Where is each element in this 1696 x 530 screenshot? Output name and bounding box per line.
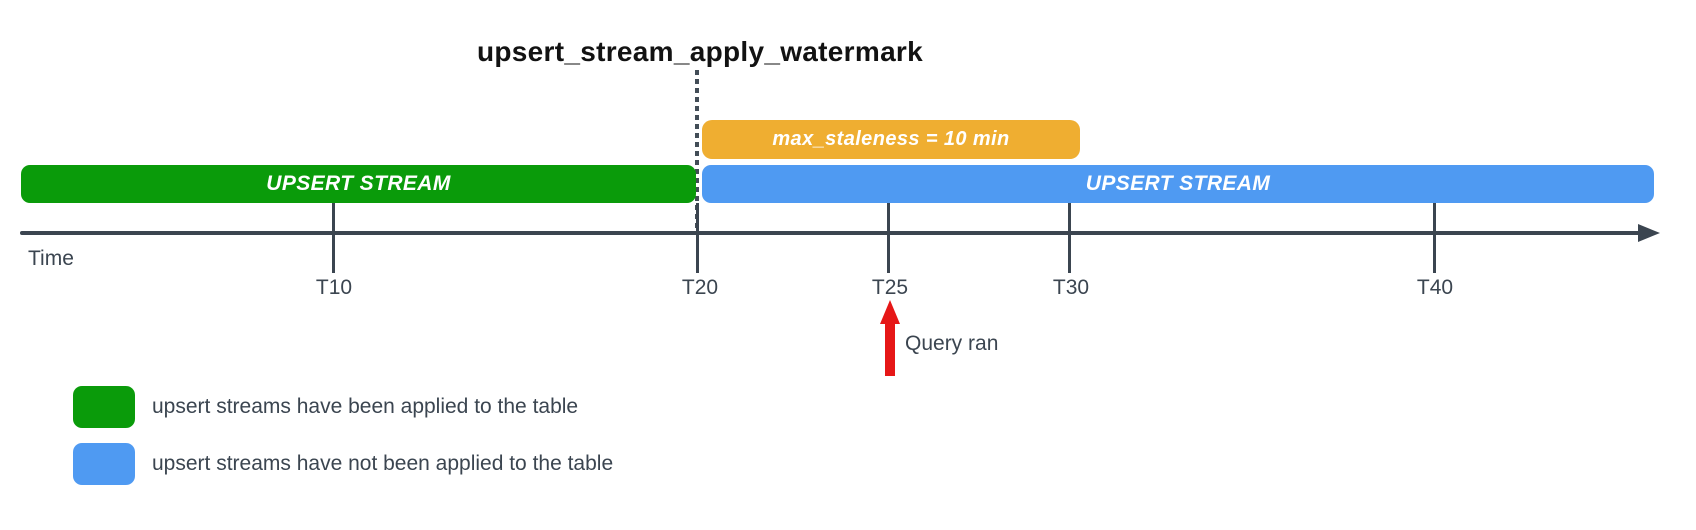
tick-t10: [332, 203, 335, 273]
max-staleness-label: max_staleness = 10 min: [772, 128, 1010, 150]
query-ran-label: Query ran: [905, 332, 999, 355]
query-ran-arrowhead-icon: [880, 300, 900, 324]
tick-label-t20: T20: [681, 276, 719, 299]
legend-label-applied: upsert streams have been applied to the …: [152, 395, 579, 418]
legend-label-not-applied: upsert streams have not been applied to …: [152, 452, 614, 475]
watermark-dotted-line: [695, 70, 699, 232]
time-axis-label: Time: [28, 247, 74, 270]
tick-label-t10: T10: [315, 276, 353, 299]
legend-swatch-applied: [73, 386, 135, 428]
unapplied-upsert-stream-label: UPSERT STREAM: [1085, 172, 1271, 195]
applied-upsert-stream-label: UPSERT STREAM: [266, 172, 451, 195]
diagram-title: upsert_stream_apply_watermark: [476, 36, 924, 67]
tick-t20: [696, 203, 699, 273]
query-ran-arrow-shaft: [885, 321, 895, 376]
applied-upsert-stream-bar: UPSERT STREAM: [21, 165, 696, 203]
tick-label-t30: T30: [1052, 276, 1090, 299]
tick-t40: [1433, 203, 1436, 273]
max-staleness-bar: max_staleness = 10 min: [702, 120, 1080, 159]
time-axis-arrowhead-icon: [1638, 224, 1660, 242]
tick-t30: [1068, 203, 1071, 273]
tick-label-t40: T40: [1416, 276, 1454, 299]
time-axis-line: [20, 231, 1644, 235]
legend-swatch-not-applied: [73, 443, 135, 485]
unapplied-upsert-stream-bar: UPSERT STREAM: [702, 165, 1654, 203]
tick-label-t25: T25: [871, 276, 909, 299]
tick-t25: [887, 203, 890, 273]
